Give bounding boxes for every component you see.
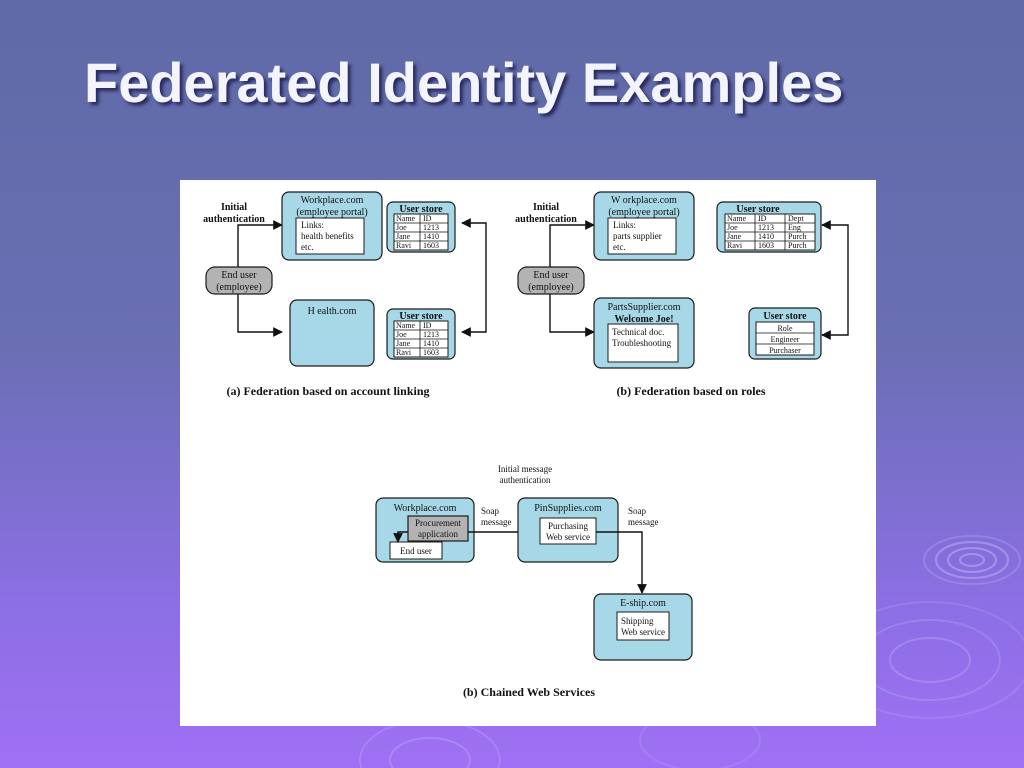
b-store1-row3-dept: Purch [788, 241, 807, 250]
b-end-user-node [517, 266, 585, 295]
a-workplace-title: Workplace.com [301, 195, 364, 206]
a-store2-row3-id: 1603 [423, 348, 439, 357]
c-procurement-line2: application [418, 529, 458, 539]
a-store1-row1-name: Joe [396, 223, 407, 232]
b-store1-title: User store [736, 204, 780, 215]
slide-title: Federated Identity Examples [84, 51, 844, 114]
b-workplace-links-3: etc. [613, 242, 626, 252]
a-end-user-line2: (employee) [216, 282, 262, 293]
c-shipping-line1: Shipping [621, 616, 654, 626]
c-procurement-line1: Procurement [415, 518, 461, 528]
a-store2-header-name: Name [396, 321, 416, 330]
a-store2-row1-id: 1213 [423, 330, 439, 339]
b-initial-auth-line2: authentication [515, 214, 577, 225]
b-workplace-title: W orkplace.com [611, 195, 677, 206]
b-end-user-line2: (employee) [528, 282, 574, 293]
c-initial-msg-line2: authentication [500, 475, 551, 485]
federated-identity-figure: Initial authentication End user (employe… [180, 180, 876, 726]
b-store1-row1-id: 1213 [758, 223, 774, 232]
b-end-user-line1: End user [533, 270, 569, 281]
a-initial-auth-line1: Initial [221, 202, 247, 213]
b-store2-role-header: Role [777, 324, 793, 333]
b-store1-row1-dept: Eng [788, 223, 801, 232]
a-workplace-links-box [295, 217, 365, 255]
b-workplace-subtitle: (employee portal) [608, 207, 679, 218]
b-store2-table [755, 321, 815, 356]
c-soap2-line2: message [628, 517, 659, 527]
c-soap1-line1: Soap [481, 506, 500, 516]
b-parts-title: PartsSupplier.com [607, 302, 680, 313]
a-health-title: H ealth.com [308, 306, 357, 317]
a-workplace-subtitle: (employee portal) [296, 207, 367, 218]
a-store2-row3-name: Ravi [396, 348, 412, 357]
c-procurement-app-box [407, 515, 469, 542]
a-store1-row2-id: 1410 [423, 232, 439, 241]
a-store1-header-id: ID [423, 214, 432, 223]
a-store2-row2-name: Jane [396, 339, 411, 348]
c-purchasing-line1: Purchasing [548, 521, 588, 531]
a-store1-row2-name: Jane [396, 232, 411, 241]
a-store1-title: User store [399, 204, 443, 215]
a-end-user-node [205, 266, 273, 295]
b-store1-row2-id: 1410 [758, 232, 774, 241]
b-initial-auth-line1: Initial [533, 202, 559, 213]
b-store1-row2-name: Jane [727, 232, 742, 241]
c-soap2-line1: Soap [628, 506, 647, 516]
b-store2-role-purchaser: Purchaser [769, 346, 801, 355]
a-store1-header-name: Name [396, 214, 416, 223]
b-store1-header-dept: Dept [788, 214, 804, 223]
c-eship-title: E-ship.com [620, 598, 666, 609]
c-end-user-box [389, 541, 443, 560]
b-parts-item-2: Troubleshooting [612, 338, 672, 348]
a-store2-header-id: ID [423, 321, 432, 330]
b-store1-header-name: Name [727, 214, 747, 223]
c-shipping-service-box [616, 611, 670, 641]
b-store2-role-engineer: Engineer [771, 335, 800, 344]
a-workplace-links-1: Links: [301, 220, 324, 230]
a-store2-title: User store [399, 311, 443, 322]
b-parts-item-1: Technical doc. [612, 327, 664, 337]
diagram-c-chained-web-services: Initial message authentication Workplace… [375, 464, 693, 699]
a-workplace-links-3: etc. [301, 242, 314, 252]
a-store1-row3-id: 1603 [423, 241, 439, 250]
c-pinsupplies-title: PinSupplies.com [534, 503, 602, 514]
a-health-box [289, 299, 375, 367]
b-caption: (b) Federation based on roles [616, 384, 765, 398]
a-store1-row3-name: Ravi [396, 241, 412, 250]
b-store2-title: User store [763, 311, 807, 322]
c-soap1-line2: message [481, 517, 512, 527]
a-store1-row1-id: 1213 [423, 223, 439, 232]
b-parts-items-box [607, 323, 679, 363]
a-initial-auth-line2: authentication [203, 214, 265, 225]
b-workplace-links-box [607, 217, 677, 255]
b-store1-header-id: ID [758, 214, 767, 223]
c-initial-msg-line1: Initial message [498, 464, 552, 474]
b-store1-row1-name: Joe [727, 223, 738, 232]
diagram-b-roles: Initial authentication End user (employe… [515, 191, 849, 398]
c-purchasing-service-box [539, 517, 597, 545]
b-workplace-links-2: parts supplier [613, 231, 662, 241]
c-workplace-title: Workplace.com [394, 503, 457, 514]
a-store2-row2-id: 1410 [423, 339, 439, 348]
c-purchasing-line2: Web service [546, 532, 590, 542]
diagram-a-account-linking: Initial authentication End user (employe… [203, 191, 487, 398]
b-workplace-links-1: Links: [613, 220, 636, 230]
c-shipping-line2: Web service [621, 627, 665, 637]
a-end-user-line1: End user [221, 270, 257, 281]
a-store2-row1-name: Joe [396, 330, 407, 339]
b-store1-row3-id: 1603 [758, 241, 774, 250]
a-workplace-links-2: health benefits [301, 231, 354, 241]
c-caption: (b) Chained Web Services [463, 685, 595, 699]
b-parts-welcome: Welcome Joe! [614, 314, 673, 325]
a-caption: (a) Federation based on account linking [226, 384, 429, 398]
b-store1-row3-name: Ravi [727, 241, 743, 250]
b-store1-row2-dept: Purch [788, 232, 807, 241]
c-end-user: End user [400, 546, 432, 556]
